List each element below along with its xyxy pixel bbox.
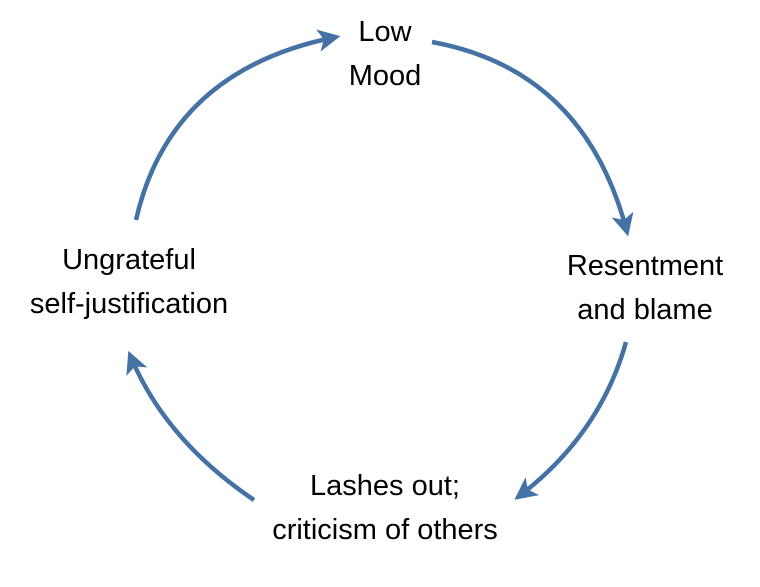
arrow-top-to-right — [431, 39, 634, 237]
arrow-right-to-bottom — [514, 341, 629, 500]
node-low-mood: Low Mood — [300, 10, 470, 98]
node-lashes-out: Lashes out; criticism of others — [230, 464, 540, 552]
node-ungrateful-line1: Ungrateful — [62, 244, 196, 276]
arrow-bottom-to-left — [126, 350, 256, 502]
node-lashes-out-line1: Lashes out; — [310, 470, 460, 502]
node-ungrateful-self-justification: Ungrateful self-justification — [0, 238, 258, 326]
node-resentment-line2: and blame — [577, 294, 713, 326]
node-resentment-and-blame: Resentment and blame — [530, 244, 760, 332]
node-low-mood-line1: Low — [358, 16, 412, 48]
node-lashes-out-line2: criticism of others — [272, 514, 498, 546]
node-ungrateful-line2: self-justification — [29, 288, 229, 320]
node-resentment-line1: Resentment — [566, 250, 724, 282]
arrow-left-to-top — [133, 29, 341, 221]
node-low-mood-line2: Mood — [348, 60, 422, 92]
